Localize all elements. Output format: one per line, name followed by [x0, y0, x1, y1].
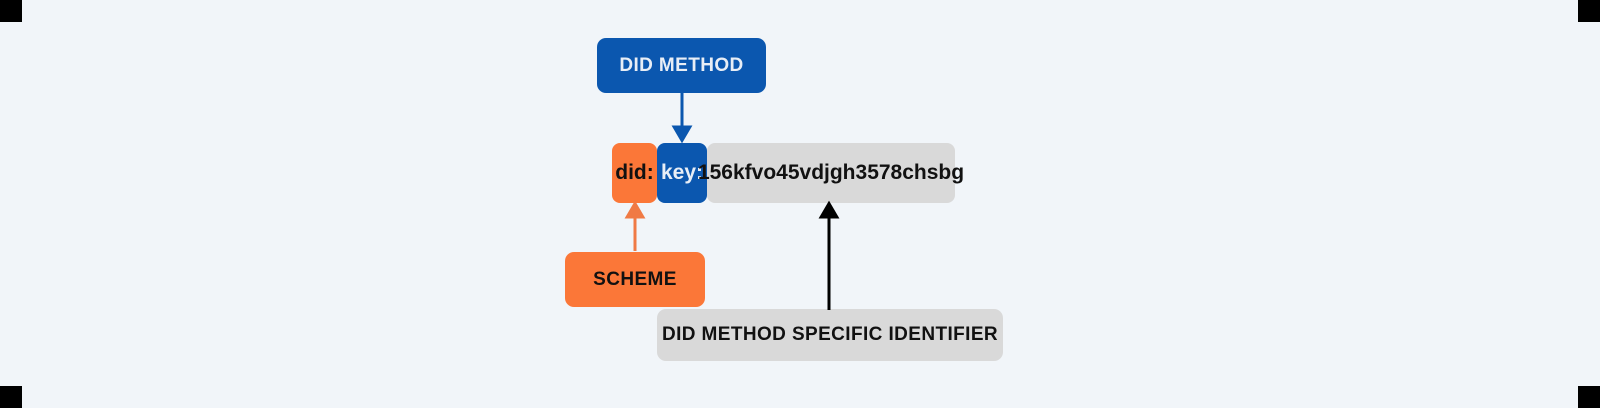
did-method-node: DID METHOD [597, 38, 766, 93]
did-method-specific-identifier-callout-node: DID METHOD SPECIFIC IDENTIFIER [657, 309, 1003, 361]
did-string-row: did: key: 156kfvo45vdjgh3578chsbg [612, 143, 964, 203]
corner-marker-top-left [0, 0, 22, 22]
corner-marker-bottom-right [1578, 386, 1600, 408]
did-scheme-segment: did: [612, 143, 657, 203]
scheme-callout-node: SCHEME [565, 252, 705, 307]
did-method-segment: key: [657, 143, 707, 203]
corner-marker-top-right [1578, 0, 1600, 22]
corner-marker-bottom-left [0, 386, 22, 408]
did-method-specific-identifier-segment: 156kfvo45vdjgh3578chsbg [698, 143, 964, 203]
